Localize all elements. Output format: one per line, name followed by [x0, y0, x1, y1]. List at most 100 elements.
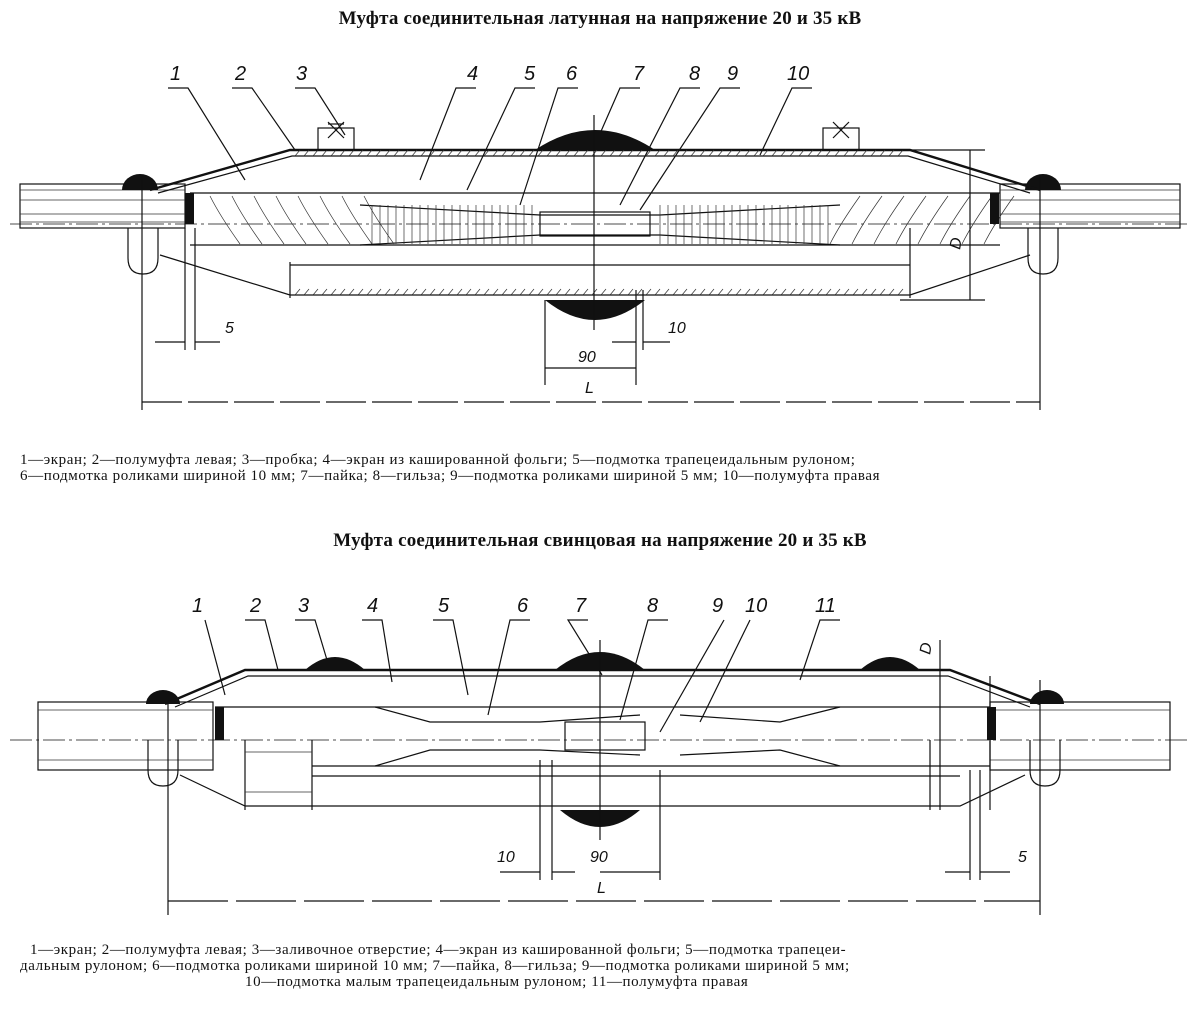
hatch-stroke	[708, 288, 715, 296]
hatch-stroke	[528, 288, 535, 296]
insulation-curve	[231, 195, 263, 245]
hatch-stroke	[564, 288, 571, 296]
callout-2: 2	[234, 63, 246, 85]
hatch-stroke	[897, 149, 904, 157]
hatch-stroke	[474, 149, 481, 157]
callout-7: 7	[575, 595, 587, 617]
hatch-stroke	[420, 288, 427, 296]
callout-4: 4	[367, 595, 378, 617]
hatch-stroke	[699, 288, 706, 296]
hatch-stroke	[330, 149, 337, 157]
insulation-curve	[363, 195, 395, 245]
right-bell	[1027, 228, 1059, 275]
hatch-stroke	[690, 149, 697, 157]
right-bell	[1029, 740, 1061, 787]
hatch-stroke	[510, 149, 517, 157]
left-plug	[185, 193, 194, 224]
hatch-stroke	[645, 288, 652, 296]
hatch-stroke	[870, 149, 877, 157]
hatch-stroke	[366, 288, 373, 296]
hatch-stroke	[456, 149, 463, 157]
hatch-stroke	[465, 149, 472, 157]
connector-sleeve	[564, 721, 646, 751]
callout-11: 11	[815, 595, 836, 617]
dim-10: 10	[497, 849, 515, 866]
callout-8: 8	[689, 63, 700, 85]
hatch-stroke	[771, 288, 778, 296]
insulation-curve	[873, 195, 905, 245]
dim-10: 10	[668, 320, 686, 337]
dimension-lines	[167, 640, 1041, 915]
hatch-stroke	[753, 149, 760, 157]
hatch-stroke	[600, 149, 607, 157]
hatch-stroke	[834, 288, 841, 296]
hatch-stroke	[816, 149, 823, 157]
hatch-stroke	[384, 149, 391, 157]
hatch-stroke	[555, 149, 562, 157]
hatch-stroke	[357, 288, 364, 296]
hatch-stroke	[609, 288, 616, 296]
caption-line: 10—подмотка малым трапецеидальным рулоно…	[245, 974, 749, 990]
hatch-stroke	[798, 288, 805, 296]
hatch-stroke	[807, 149, 814, 157]
hatch-stroke	[807, 288, 814, 296]
insulation	[190, 192, 1015, 246]
hatch-stroke	[438, 288, 445, 296]
insulation-curve	[961, 195, 993, 245]
hatch-stroke	[618, 288, 625, 296]
brass-coupling-diagram: 1 2 3 4 5 6 7 8 9 10	[10, 63, 1190, 410]
hatch-stroke	[492, 149, 499, 157]
left-end-solder	[146, 690, 180, 704]
hatch-stroke	[789, 288, 796, 296]
dim-D: D	[917, 641, 936, 656]
hatch-stroke	[798, 149, 805, 157]
insulation-curve	[895, 195, 927, 245]
callout-9: 9	[727, 63, 738, 85]
hatch-stroke	[672, 288, 679, 296]
left-cable	[37, 701, 214, 771]
hatch-stroke	[573, 149, 580, 157]
insulation-curve	[253, 195, 285, 245]
hatch-stroke	[753, 288, 760, 296]
hatch-stroke	[438, 149, 445, 157]
hatch-stroke	[393, 149, 400, 157]
hatch-stroke	[465, 288, 472, 296]
plug-right	[822, 121, 860, 151]
hatch-stroke	[708, 149, 715, 157]
dim-90: 90	[590, 849, 608, 866]
hatch-stroke	[330, 288, 337, 296]
right-plug	[987, 707, 996, 740]
hatch-stroke	[447, 288, 454, 296]
figure-1-title: Муфта соединительная латунная на напряже…	[338, 8, 862, 29]
hatch-stroke	[339, 288, 346, 296]
figure-2-caption: 1—экран; 2—полумуфта левая; 3—заливочное…	[20, 942, 1185, 990]
hatch-stroke	[609, 149, 616, 157]
dim-D: D	[947, 236, 966, 251]
callout-4: 4	[467, 63, 478, 85]
callout-1: 1	[170, 63, 181, 85]
figure-1-caption: 1—экран; 2—полумуфта левая; 3—пробка; 4—…	[20, 452, 1185, 484]
callout-10: 10	[745, 595, 767, 617]
dim-5: 5	[225, 320, 234, 337]
hatch-stroke	[861, 288, 868, 296]
hatch-stroke	[600, 288, 607, 296]
hatch-stroke	[717, 149, 724, 157]
center-solder-top	[535, 130, 655, 150]
callout-10: 10	[787, 63, 809, 85]
hatch-stroke	[843, 149, 850, 157]
hatch-stroke	[321, 149, 328, 157]
callout-3: 3	[296, 63, 307, 85]
hatch-stroke	[402, 149, 409, 157]
hatch-stroke	[825, 149, 832, 157]
hatch-stroke	[357, 149, 364, 157]
callout-8: 8	[647, 595, 658, 617]
hatch-stroke	[780, 288, 787, 296]
hatch-stroke	[672, 149, 679, 157]
insulation-curve	[209, 195, 241, 245]
hatch-stroke	[510, 288, 517, 296]
left-bell	[147, 740, 179, 787]
hatch-stroke	[429, 288, 436, 296]
insulation-curve	[319, 195, 351, 245]
hatch-stroke	[402, 288, 409, 296]
hatch-stroke	[303, 149, 310, 157]
